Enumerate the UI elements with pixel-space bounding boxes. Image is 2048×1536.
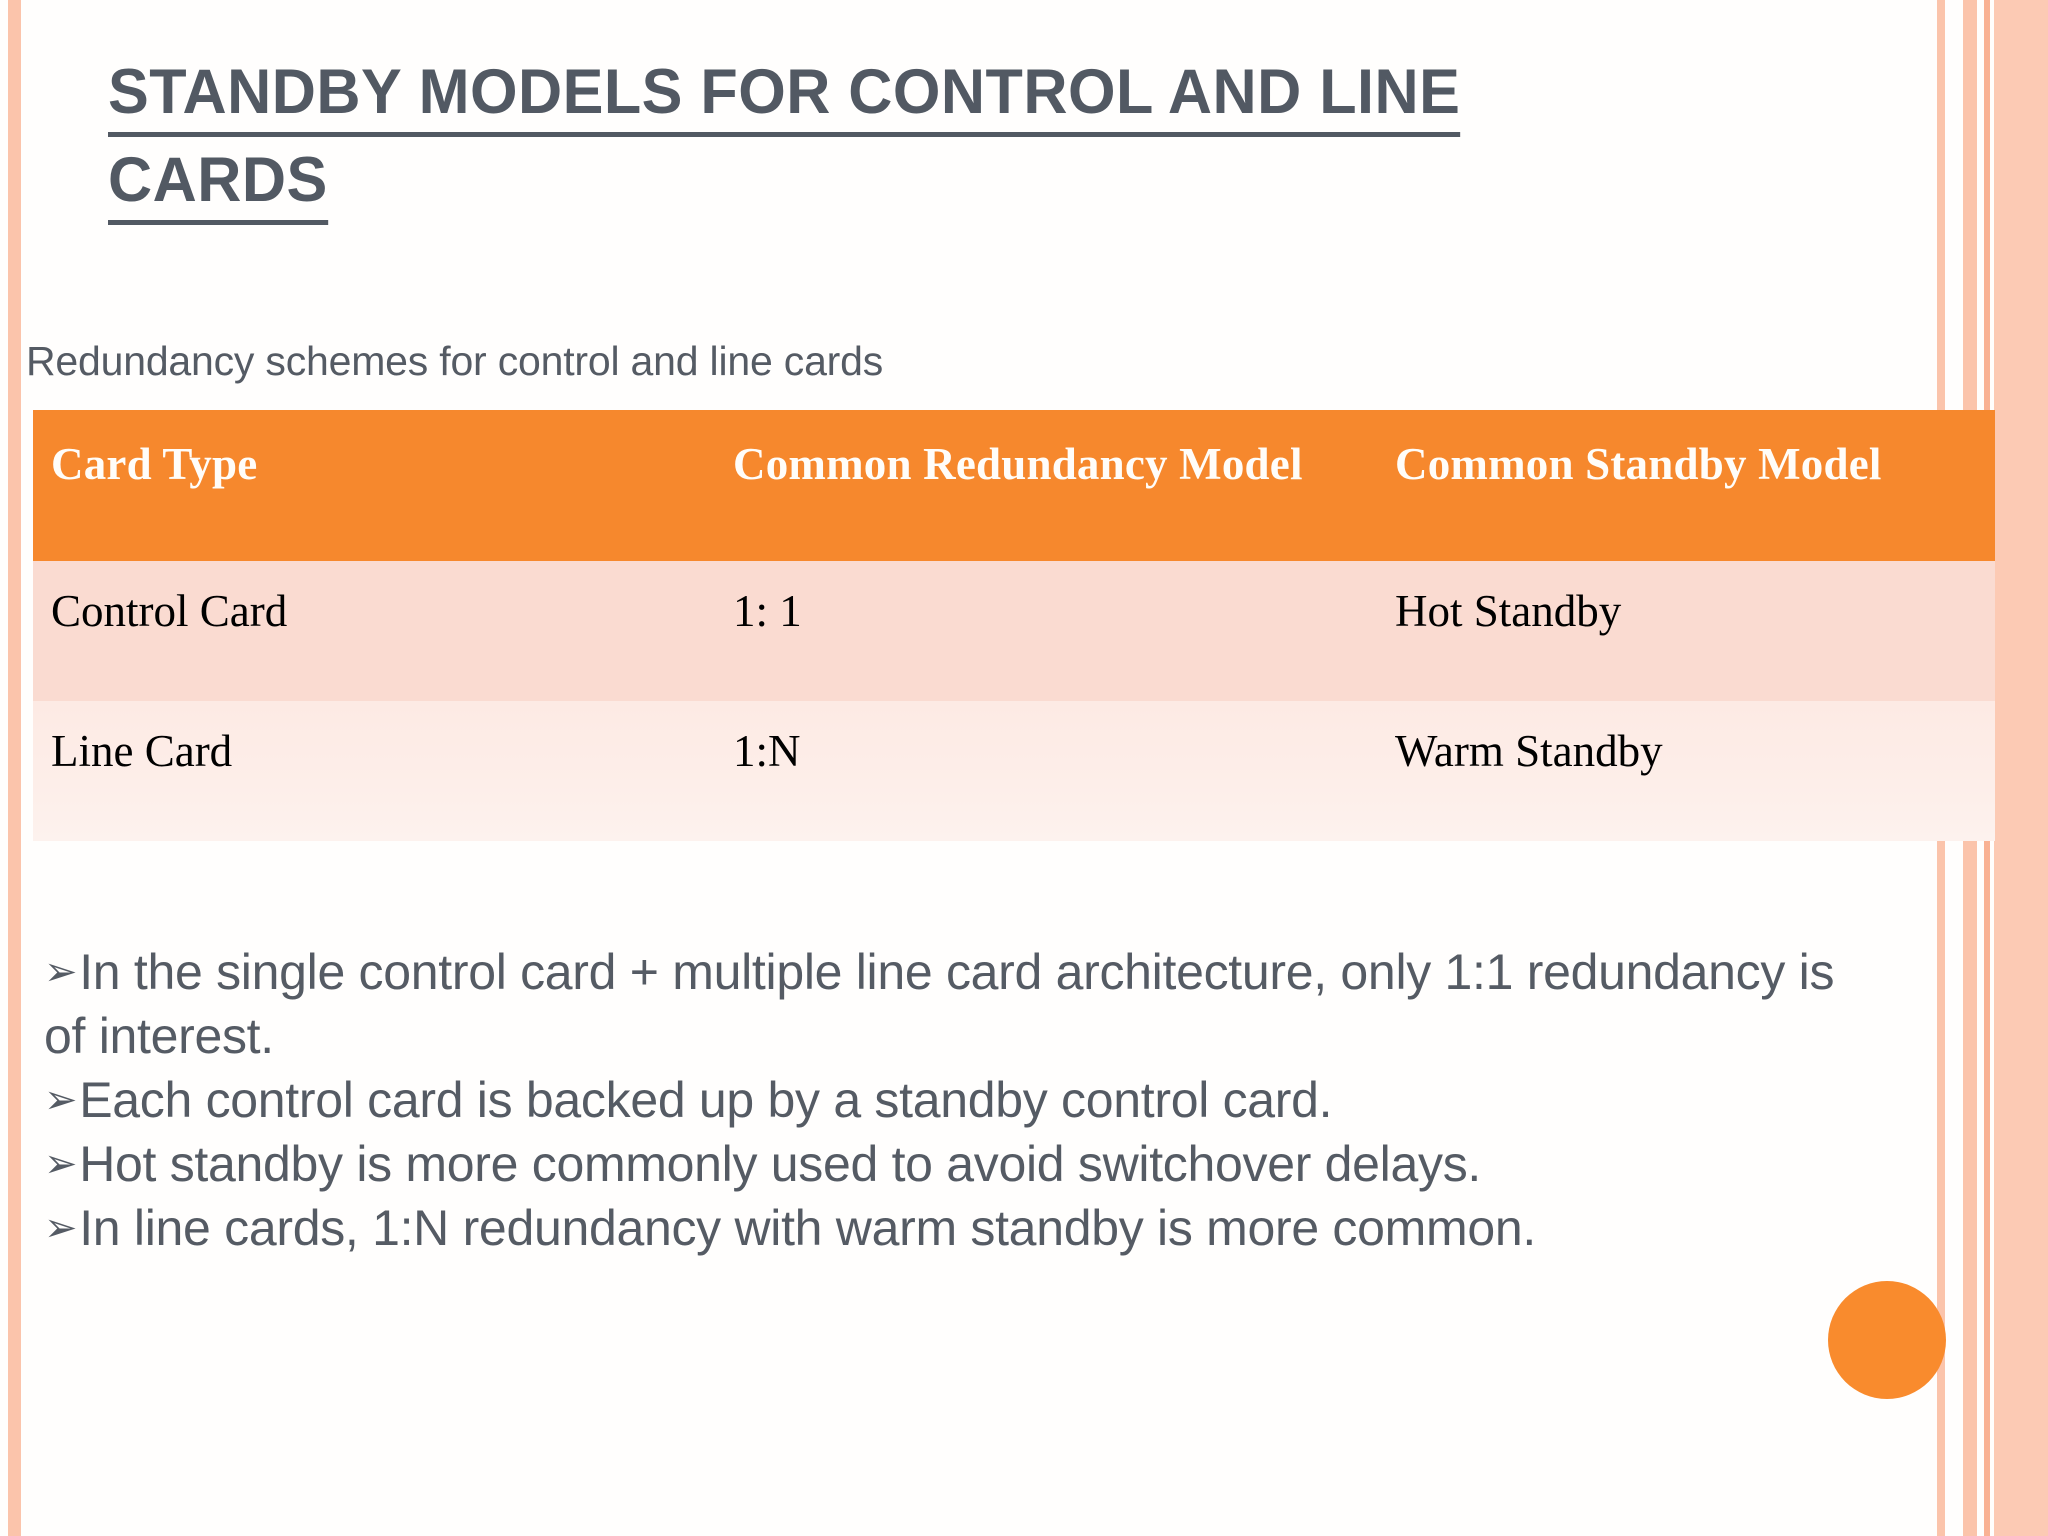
redundancy-table: Card Type Common Redundancy Model Common… [33, 410, 1995, 841]
cell-card-type: Control Card [33, 561, 715, 701]
arrow-bullet-icon: ➢ [44, 1077, 78, 1123]
column-header-standby-model: Common Standby Model [1377, 410, 1995, 561]
list-item-text: In line cards, 1:N redundancy with warm … [79, 1200, 1536, 1256]
list-item-text: Hot standby is more commonly used to avo… [79, 1136, 1481, 1192]
cell-card-type: Line Card [33, 701, 715, 841]
table-caption: Redundancy schemes for control and line … [26, 338, 884, 384]
arrow-bullet-icon: ➢ [44, 1141, 78, 1187]
table-header-row: Card Type Common Redundancy Model Common… [33, 410, 1995, 561]
left-accent-stripe [8, 0, 21, 1536]
redundancy-table-container: Card Type Common Redundancy Model Common… [33, 410, 1995, 841]
list-item: ➢In line cards, 1:N redundancy with warm… [44, 1196, 1874, 1260]
cell-redundancy-model: 1:N [715, 701, 1377, 841]
slide-title: Standby Models for Control and Line Card… [108, 54, 1738, 230]
slide-title-line-1: Standby Models for Control and Line [108, 54, 1461, 138]
list-item-text: In the single control card + multiple li… [44, 944, 1835, 1064]
cell-standby-model: Hot Standby [1377, 561, 1995, 701]
column-header-redundancy-model: Common Redundancy Model [715, 410, 1377, 561]
list-item: ➢Hot standby is more commonly used to av… [44, 1132, 1874, 1196]
table-body: Control Card 1: 1 Hot Standby Line Card … [33, 561, 1995, 841]
list-item: ➢In the single control card + multiple l… [44, 940, 1874, 1068]
list-item-text: Each control card is backed up by a stan… [79, 1072, 1333, 1128]
table-row: Control Card 1: 1 Hot Standby [33, 561, 1995, 701]
column-header-card-type: Card Type [33, 410, 715, 561]
list-item: ➢Each control card is backed up by a sta… [44, 1068, 1874, 1132]
slide-title-line-2: Cards [108, 142, 328, 226]
cell-redundancy-model: 1: 1 [715, 561, 1377, 701]
arrow-bullet-icon: ➢ [44, 949, 78, 995]
arrow-bullet-icon: ➢ [44, 1205, 78, 1251]
table-header: Card Type Common Redundancy Model Common… [33, 410, 1995, 561]
bullet-list: ➢In the single control card + multiple l… [44, 940, 1874, 1260]
table-row: Line Card 1:N Warm Standby [33, 701, 1995, 841]
cell-standby-model: Warm Standby [1377, 701, 1995, 841]
right-accent-band [1994, 0, 2048, 1536]
orange-circle-decoration [1828, 1281, 1946, 1399]
